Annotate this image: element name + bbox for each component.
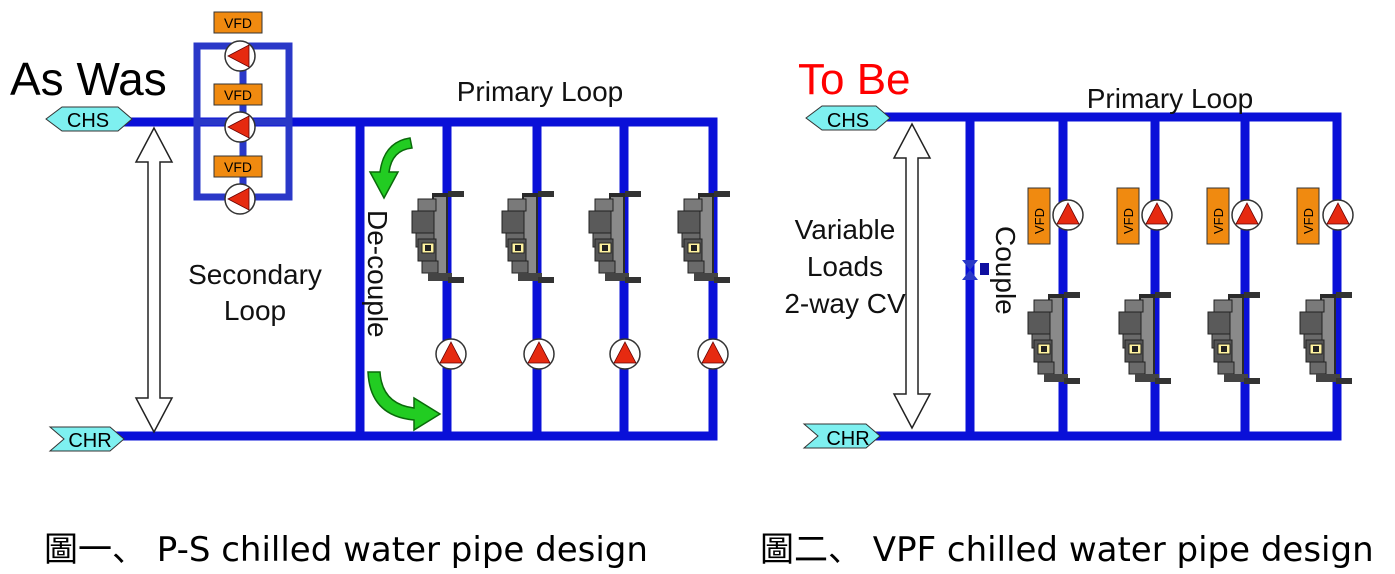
svg-text:VFD: VFD: [1211, 208, 1226, 234]
right-pipes: [875, 112, 1342, 441]
left-chs-tag: CHS: [45, 106, 133, 132]
couple-valve-icon: [962, 260, 989, 280]
chiller-icon: [588, 190, 642, 284]
chiller-icon: [1118, 291, 1172, 385]
loads-label-1: Variable: [795, 214, 896, 245]
chiller-icon: [411, 190, 465, 284]
right-chr-tag: CHR: [802, 423, 881, 450]
vpf-pump-2: VFD: [1116, 187, 1173, 245]
couple-label: Couple: [990, 226, 1021, 315]
pump-icon: [435, 338, 467, 370]
pump-icon: [609, 338, 641, 370]
decouple-arrow-top: [368, 137, 413, 200]
loads-label-2: Loads: [807, 251, 883, 282]
svg-text:VFD: VFD: [224, 159, 252, 175]
secondary-loop-label-1: Secondary: [188, 259, 322, 290]
right-primary-loop-label: Primary Loop: [1087, 83, 1254, 114]
secondary-pump-3: VFD: [213, 155, 263, 215]
svg-text:CHS: CHS: [67, 110, 109, 132]
decouple-label: De-couple: [362, 210, 393, 338]
svg-text:VFD: VFD: [1032, 208, 1047, 234]
secondary-loop-label-2: Loop: [224, 295, 286, 326]
chiller-icon: [1207, 291, 1261, 385]
vpf-pump-3: VFD: [1206, 187, 1263, 245]
svg-text:CHR: CHR: [68, 430, 111, 452]
right-chs-tag: CHS: [805, 105, 891, 132]
right-heading: To Be: [798, 55, 911, 104]
vpf-pump-1: VFD: [1027, 187, 1084, 245]
chiller-icon: [1027, 291, 1081, 385]
left-diagram: VFD VFD VFD CHS CHR: [10, 11, 731, 452]
left-primary-loop-label: Primary Loop: [457, 76, 624, 107]
chiller-icon: [501, 190, 555, 284]
svg-text:VFD: VFD: [1301, 208, 1316, 234]
vpf-pump-4: VFD: [1296, 187, 1354, 245]
left-chr-tag: CHR: [48, 426, 125, 452]
loads-label-3: 2-way CV: [784, 288, 906, 319]
svg-text:CHR: CHR: [826, 428, 869, 450]
pump-icon: [697, 338, 729, 370]
secondary-pump-1: VFD: [213, 11, 263, 72]
caption-fig1: 圖一、 P-S chilled water pipe design: [44, 530, 648, 570]
svg-text:VFD: VFD: [1121, 208, 1136, 234]
caption-fig2: 圖二、 VPF chilled water pipe design: [760, 530, 1374, 570]
decouple-arrow-bottom: [367, 371, 442, 432]
pump-icon: [523, 338, 555, 370]
chiller-icon: [677, 190, 731, 284]
chiller-icon: [1299, 291, 1353, 385]
left-heading: As Was: [10, 53, 167, 105]
svg-text:CHS: CHS: [827, 110, 869, 132]
secondary-pump-2: VFD: [213, 83, 263, 143]
svg-text:VFD: VFD: [224, 15, 252, 31]
svg-text:VFD: VFD: [224, 87, 252, 103]
left-secondary-arrow: [134, 126, 174, 434]
right-loads-arrow: [892, 122, 932, 430]
right-diagram: VFD VFD VFD VFD CHS CHR: [784, 55, 1354, 450]
